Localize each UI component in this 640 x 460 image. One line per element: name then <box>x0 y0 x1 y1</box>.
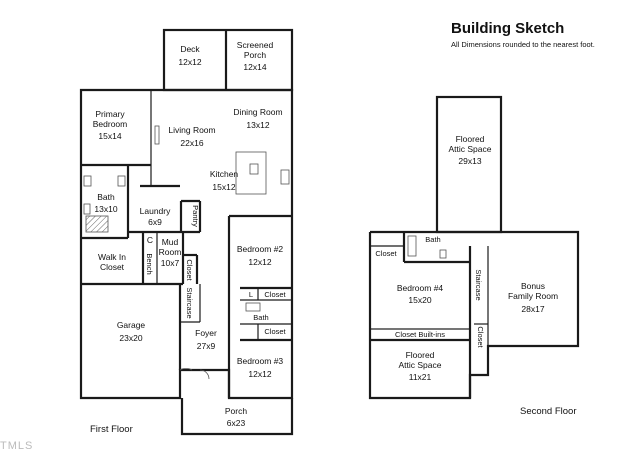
vanity-sink-icon-2 <box>117 175 126 187</box>
closet-2f-label: Closet <box>375 249 397 258</box>
mud-closet-label: Closet <box>185 259 194 281</box>
toilet-icon <box>83 203 91 215</box>
walk-in-closet-label-2: Closet <box>100 262 125 272</box>
foyer-size: 27x9 <box>197 341 216 351</box>
staircase-label: Staircase <box>185 287 194 318</box>
page-title: Building Sketch <box>451 20 565 37</box>
second-floor-walls <box>368 95 580 400</box>
closet-bed2-label: Closet <box>264 290 286 299</box>
watermark-logo: TMLS <box>0 440 34 452</box>
bath2-vanity-icon <box>245 302 261 312</box>
first-floor-labels: Deck 12x12 Screened Porch 12x14 Primary … <box>90 40 287 435</box>
screened-porch-size: 12x14 <box>243 62 266 72</box>
bath-2f-label: Bath <box>425 235 440 244</box>
living-room-size: 22x16 <box>180 138 203 148</box>
pantry-label: Pantry <box>191 205 200 227</box>
fireplace-icon <box>154 125 160 145</box>
closet-right-label: Closet <box>476 326 485 348</box>
bedroom2-label: Bedroom #2 <box>237 244 284 254</box>
primary-bedroom-size: 15x14 <box>98 131 121 141</box>
bedroom3-label: Bedroom #3 <box>237 356 284 366</box>
foyer-label: Foyer <box>195 328 217 338</box>
bedroom3-size: 12x12 <box>248 369 271 379</box>
closet-builtins-box <box>369 328 471 341</box>
closet-builtins-label: Closet Built-ins <box>395 330 445 339</box>
attic-top-label-2: Attic Space <box>449 144 492 154</box>
closet-bath-label: Closet <box>264 327 286 336</box>
closet-l-label: L <box>249 290 253 299</box>
first-floor-fixtures <box>83 125 290 312</box>
bath2-label: Bath <box>253 313 268 322</box>
porch-door-swing <box>199 369 210 380</box>
garage-size: 23x20 <box>119 333 142 343</box>
screened-porch-label: Screened <box>237 40 274 50</box>
deck-size: 12x12 <box>178 57 201 67</box>
deck-label: Deck <box>180 44 200 54</box>
second-floor-fixtures <box>407 235 447 259</box>
primary-bedroom-label-2: Bedroom <box>93 119 128 129</box>
dining-room-size: 13x12 <box>246 120 269 130</box>
toilet-icon-2 <box>439 249 447 259</box>
bonus-label-2: Family Room <box>508 291 558 301</box>
walk-in-closet-label: Walk In <box>98 252 126 262</box>
mud-room-label: Mud <box>162 237 179 247</box>
screened-porch-label-2: Porch <box>244 50 266 60</box>
staircase-2f-label: Staircase <box>474 269 483 300</box>
bath-size: 13x10 <box>94 204 117 214</box>
attic-top-label: Floored <box>456 134 485 144</box>
mud-room-size: 10x7 <box>161 258 180 268</box>
first-floor-label: First Floor <box>90 424 133 435</box>
kitchen-size: 15x12 <box>212 182 235 192</box>
bedroom2-size: 12x12 <box>248 257 271 267</box>
primary-bedroom-label: Primary <box>95 109 125 119</box>
porch-label: Porch <box>225 406 247 416</box>
attic-bottom-label-2: Attic Space <box>399 360 442 370</box>
attic-top-size: 29x13 <box>458 156 481 166</box>
kitchen-label: Kitchen <box>210 169 239 179</box>
sink-icon <box>249 163 259 175</box>
attic-bottom-size: 11x21 <box>409 372 432 382</box>
second-floor-label: Second Floor <box>520 406 577 417</box>
mud-room-label-2: Room <box>159 247 182 257</box>
closet-c-label: C <box>147 235 153 245</box>
second-floor-outline <box>368 230 580 400</box>
bonus-size: 28x17 <box>521 304 544 314</box>
dining-room-label: Dining Room <box>233 107 282 117</box>
vanity-sink-icon <box>83 175 92 187</box>
living-room-label: Living Room <box>168 125 215 135</box>
attic-bottom-label: Floored <box>406 350 435 360</box>
porch-outline <box>180 398 294 436</box>
range-icon <box>280 169 290 185</box>
foyer-door-swing <box>179 368 193 371</box>
bedroom4-size: 15x20 <box>408 295 431 305</box>
laundry-size: 6x9 <box>148 217 162 227</box>
porch-size: 6x23 <box>227 418 246 428</box>
bedroom4-label: Bedroom #4 <box>397 283 444 293</box>
page-subtitle: All Dimensions rounded to the nearest fo… <box>451 40 595 49</box>
first-floor-walls <box>79 28 294 436</box>
bonus-label: Bonus <box>521 281 545 291</box>
garage-label: Garage <box>117 320 146 330</box>
kitchen-island-icon <box>235 151 267 195</box>
shower-icon <box>85 215 109 233</box>
bath-label: Bath <box>97 192 115 202</box>
second-floor-labels: Floored Attic Space 29x13 Bath Closet Be… <box>375 134 576 417</box>
bench-label: Bench <box>145 253 154 274</box>
laundry-label: Laundry <box>140 206 171 216</box>
tub-icon <box>407 235 417 257</box>
